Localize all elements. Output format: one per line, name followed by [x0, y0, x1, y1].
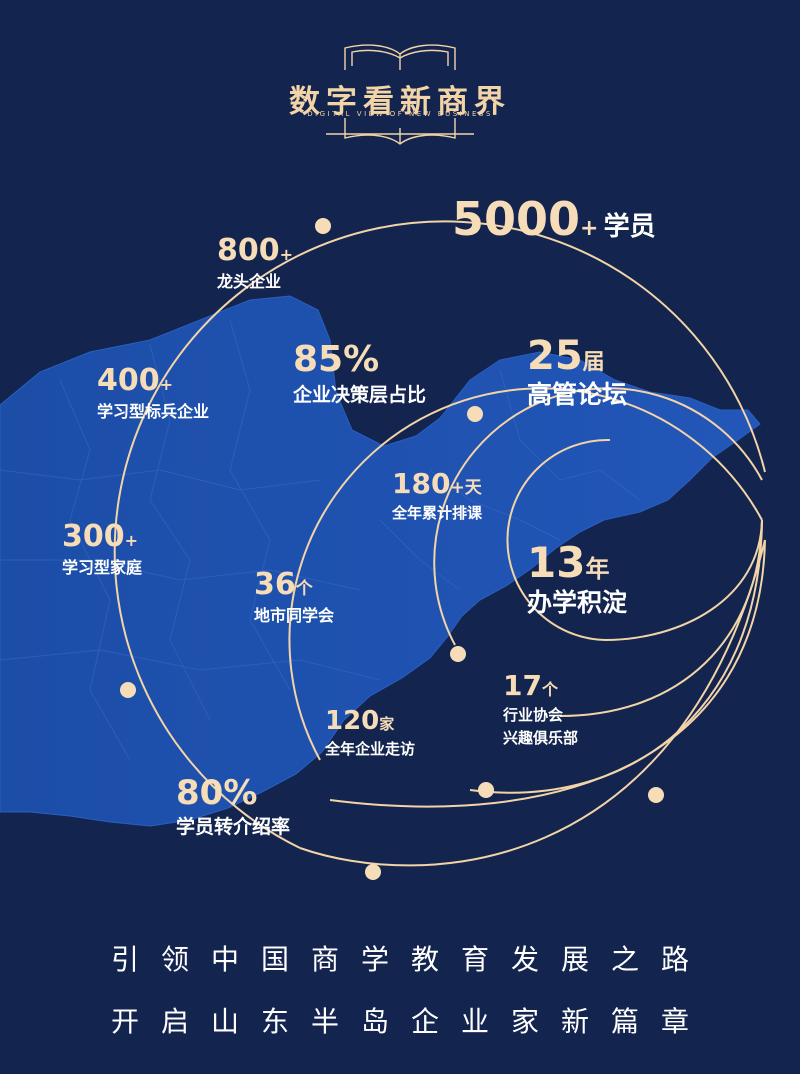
map-silhouette [0, 295, 761, 827]
stat-referral-label: 学员转介绍率 [176, 816, 291, 838]
stat-years-unit: 年 [585, 555, 610, 583]
stat-visits-label: 全年企业走访 [325, 740, 416, 758]
stat-visits-unit: 家 [379, 715, 395, 733]
stat-associations: 17个 行业协会 兴趣俱乐部 [503, 672, 578, 746]
stat-families: 300+ 学习型家庭 [62, 522, 142, 576]
slogan-line-2: 开启山东半岛企业家新篇章 [110, 1005, 711, 1038]
stat-days-unit: +天 [450, 478, 482, 498]
stat-years: 13年 办学积淀 [527, 542, 628, 617]
stat-leaders-unit: + [279, 245, 294, 264]
stat-cities-value: 36 [254, 567, 296, 602]
stat-cities-label: 地市同学会 [254, 606, 335, 625]
stat-families-label: 学习型家庭 [62, 558, 143, 577]
stat-years-value: 13 [527, 538, 586, 587]
stat-assoc-label: 行业协会 [503, 706, 564, 724]
stat-years-label: 办学积淀 [527, 588, 628, 617]
stat-leaders-label: 龙头企业 [217, 272, 282, 291]
stat-assoc-value: 17 [503, 669, 542, 702]
page-subtitle: DIGITAL VIEW OF NEW BUSINESS [307, 110, 493, 118]
book-icon [326, 44, 474, 145]
stat-students-label: 学员 [603, 212, 656, 242]
stat-days: 180+天 全年累计排课 [392, 470, 482, 521]
stat-days-label: 全年累计排课 [392, 504, 483, 522]
stat-referral-value: 80% [176, 773, 258, 813]
stat-benchmark-unit: + [159, 375, 174, 394]
stat-forums-label: 高管论坛 [527, 380, 628, 409]
stat-referral: 80% 学员转介绍率 [176, 776, 290, 837]
stat-benchmark: 400+ 学习型标兵企业 [97, 366, 209, 420]
stat-leaders-value: 800 [217, 233, 280, 268]
stat-decision-label: 企业决策层占比 [293, 384, 427, 406]
stat-forums-unit: 届 [582, 350, 605, 375]
orbit-dots [120, 218, 664, 880]
stat-leaders: 800+ 龙头企业 [217, 236, 293, 290]
stat-days-value: 180 [392, 467, 451, 500]
stat-benchmark-label: 学习型标兵企业 [97, 402, 210, 421]
stat-visits-value: 120 [325, 706, 380, 736]
stat-students: 5000+ 学员 [452, 196, 656, 242]
stat-assoc-unit: 个 [541, 680, 558, 699]
stat-families-value: 300 [62, 519, 125, 554]
stat-families-unit: + [124, 531, 139, 550]
stat-cities: 36个 地市同学会 [254, 570, 334, 624]
stat-benchmark-value: 400 [97, 363, 160, 398]
stat-students-value: 5000 [452, 192, 581, 246]
stat-assoc-label2: 兴趣俱乐部 [503, 729, 579, 747]
stat-visits: 120家 全年企业走访 [325, 708, 415, 757]
stat-decision: 85% 企业决策层占比 [293, 342, 426, 405]
slogan-line-1: 引领中国商学教育发展之路 [110, 943, 711, 976]
stat-forums-value: 25 [527, 333, 583, 379]
stat-forums: 25届 高管论坛 [527, 336, 627, 407]
stat-students-unit: + [580, 216, 599, 241]
stat-decision-value: 85% [293, 339, 380, 380]
page-title: 数字看新商界 [289, 84, 511, 120]
stat-cities-unit: 个 [295, 579, 313, 599]
orbit-arcs [113, 220, 766, 867]
